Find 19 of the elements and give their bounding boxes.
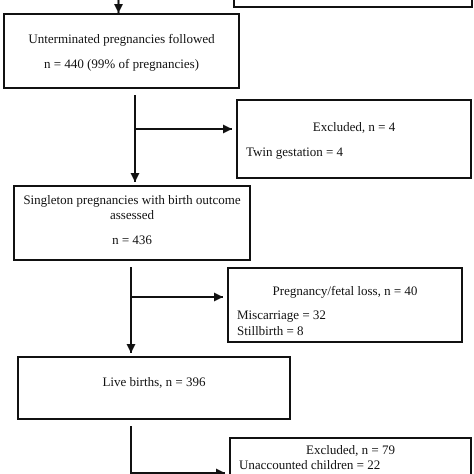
flow-box — [236, 99, 472, 179]
arrow — [114, 0, 123, 13]
box-text: Stillbirth = 8 — [237, 323, 304, 338]
box-text: Twin gestation = 4 — [246, 144, 344, 159]
box-text: Unterminated pregnancies followed — [27, 31, 216, 46]
box-text: n = 436 — [111, 232, 153, 247]
box-text: Unaccounted children = 22 — [239, 457, 380, 472]
flow-box — [3, 13, 240, 89]
flow-box — [227, 267, 463, 343]
box-text: Pregnancy/fetal loss, n = 40 — [272, 283, 418, 298]
box-text: n = 440 (99% of pregnancies) — [43, 56, 200, 71]
flow-box — [17, 356, 291, 420]
box-text: Excluded, n = 79 — [305, 442, 396, 457]
box-text: Miscarriage = 32 — [237, 307, 326, 322]
flow-box — [13, 185, 251, 261]
box-text: Excluded, n = 4 — [312, 119, 396, 134]
arrow — [126, 267, 136, 353]
box-text: Live births, n = 396 — [101, 374, 207, 389]
box-text: Singleton pregnancies with birth outcome assessed — [22, 192, 242, 222]
